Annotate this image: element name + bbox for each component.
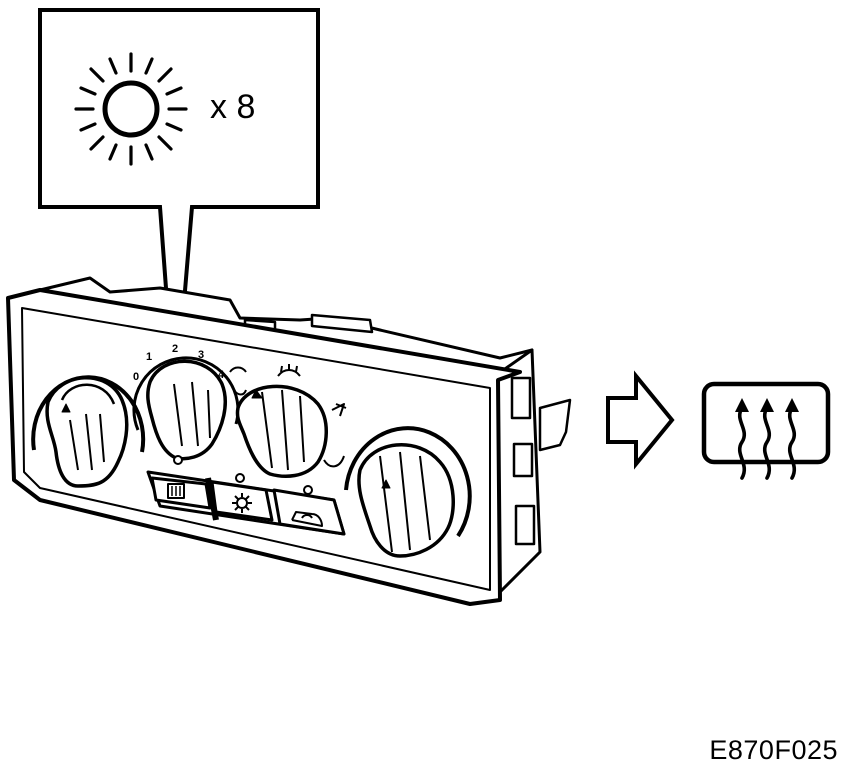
- fan-scale-label-3: 3: [198, 349, 204, 361]
- rear-window-frame: [701, 381, 831, 465]
- recirculation-icon: [291, 511, 323, 527]
- fan-scale: 0 1 2 3 4: [133, 343, 225, 383]
- rear-window-defrost-icon: [701, 381, 831, 480]
- air-distribution-knob[interactable]: [235, 384, 328, 495]
- rear-defrost-button[interactable]: [150, 476, 212, 510]
- fan-scale-label-4: 4: [218, 369, 225, 381]
- defrost-floor-mode-icon: [229, 366, 247, 396]
- right-control-knob[interactable]: [344, 426, 472, 558]
- side-slot-2: [512, 442, 534, 478]
- heat-arrow-head-1: [735, 398, 749, 412]
- heat-arrow-head-2: [760, 398, 774, 412]
- temperature-knob[interactable]: [31, 375, 146, 488]
- heat-wave-1: [737, 406, 747, 480]
- button-row: [146, 470, 346, 536]
- sun-light-icon: [74, 52, 188, 166]
- face-mode-icon: [331, 403, 347, 417]
- side-slot-1: [510, 376, 532, 420]
- fan-scale-label-1: 1: [146, 351, 152, 363]
- fan-scale-label-2: 2: [172, 343, 178, 355]
- repeat-count-label: x 8: [210, 88, 255, 126]
- heater-control-panel: 0 1 2 3 4: [6, 276, 572, 606]
- rear-connector: [538, 398, 572, 452]
- floor-mode-icon: [323, 455, 345, 468]
- callout: x 8: [38, 8, 320, 411]
- heat-wave-3: [787, 406, 797, 480]
- mode-icons: [229, 364, 347, 468]
- side-slot-3: [514, 504, 536, 546]
- faceplate-inner-edge: [21, 307, 491, 591]
- outline-arrow-right-icon: [606, 370, 675, 470]
- button-divider: [205, 477, 219, 521]
- heat-wave-2: [762, 406, 772, 480]
- recirculation-button[interactable]: [272, 488, 346, 536]
- heat-arrow-head-3: [785, 398, 799, 412]
- figure-code: E870F025: [709, 735, 838, 765]
- defrost-mode-icon: [277, 364, 301, 377]
- ac-snowflake-icon: [232, 493, 252, 513]
- fan-speed-knob[interactable]: [132, 356, 240, 465]
- fan-scale-label-0: 0: [133, 371, 139, 383]
